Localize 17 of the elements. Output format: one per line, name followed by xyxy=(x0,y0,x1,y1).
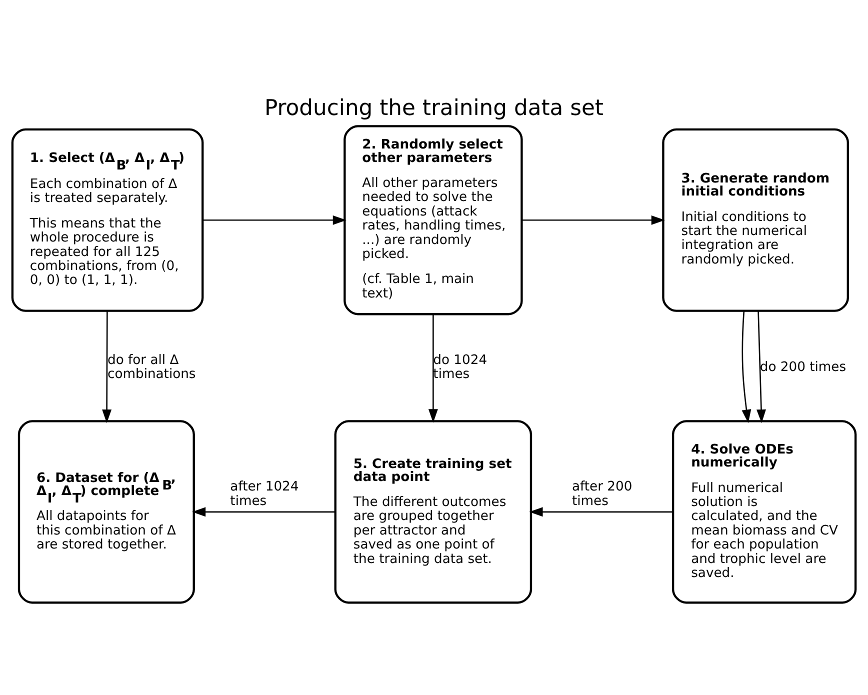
diagram-title: Producing the training data set xyxy=(264,96,604,121)
edge-label: after 1024 times xyxy=(230,479,299,508)
node-box: 2. Randomly select other parameters All other parameters needed to solve the equations (attack rates, handling times, ...) are randomly picked. (cf. Table 1, main text) xyxy=(344,124,523,315)
edge-label: do 200 times xyxy=(760,360,846,375)
arrow xyxy=(756,310,766,423)
node-box: 4. Solve ODEs numerically Full numerical solution is calculated, and the mean biomass and CV for each population and trophic level are saved. xyxy=(672,420,857,604)
arrow xyxy=(102,310,112,423)
node-box: 3. Generate random initial conditions Initial conditions to start the numerical integration are randomly picked. xyxy=(662,128,849,312)
arrow xyxy=(202,214,346,224)
edge-label: after 200 times xyxy=(572,479,632,508)
arrow xyxy=(428,314,438,422)
arrow xyxy=(742,310,752,423)
node-box: 5. Create training set data point The different outcomes are grouped together per attractor and saved as one point of the training data set. xyxy=(334,420,532,604)
edge-label: do for all Δ combinations xyxy=(108,352,196,382)
arrow xyxy=(522,214,665,224)
arrow xyxy=(529,506,673,516)
arrow xyxy=(192,506,336,516)
